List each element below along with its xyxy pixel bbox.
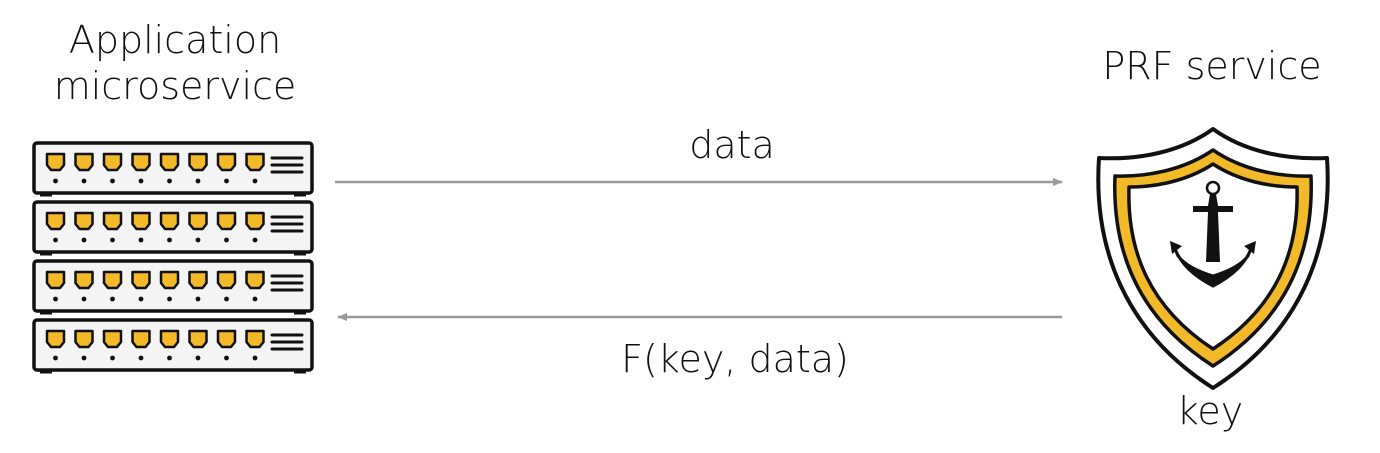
anchor-icon bbox=[1170, 180, 1256, 288]
port-icon bbox=[216, 270, 237, 290]
app-microservice-label: Application microservice bbox=[20, 18, 330, 109]
port-icon bbox=[102, 329, 123, 349]
server-unit bbox=[32, 259, 314, 315]
port-icon bbox=[74, 152, 94, 172]
port-icon bbox=[131, 211, 151, 231]
port-icon bbox=[159, 211, 180, 231]
app-title-line2: microservice bbox=[53, 63, 297, 108]
port-icon bbox=[45, 152, 66, 172]
port-icon bbox=[74, 270, 94, 290]
port-icon bbox=[159, 329, 180, 349]
port-icon bbox=[245, 152, 265, 172]
response-edge-label: F(key, data) bbox=[621, 337, 849, 381]
port-icon bbox=[245, 270, 265, 290]
port-icon bbox=[45, 329, 66, 349]
prf-service-label: PRF service bbox=[1102, 44, 1322, 88]
anchor-shield-icon bbox=[1096, 127, 1330, 390]
port-icon bbox=[131, 270, 151, 290]
port-icon bbox=[216, 152, 237, 172]
request-edge-label: data bbox=[689, 123, 775, 167]
port-icon bbox=[102, 152, 123, 172]
port-icon bbox=[245, 329, 265, 349]
server-unit bbox=[32, 141, 314, 197]
key-label: key bbox=[1176, 389, 1244, 433]
app-title-line1: Application bbox=[68, 18, 282, 62]
port-icon bbox=[102, 270, 123, 290]
port-icon bbox=[188, 211, 208, 231]
server-rack-icon bbox=[32, 141, 314, 374]
port-icon bbox=[45, 211, 66, 231]
port-icon bbox=[188, 329, 208, 349]
server-unit bbox=[32, 200, 314, 256]
port-icon bbox=[74, 211, 94, 231]
port-icon bbox=[131, 152, 151, 172]
port-icon bbox=[188, 152, 208, 172]
port-icon bbox=[245, 211, 265, 231]
port-icon bbox=[159, 152, 180, 172]
port-icon bbox=[159, 270, 180, 290]
port-icon bbox=[216, 329, 237, 349]
port-icon bbox=[74, 329, 94, 349]
port-icon bbox=[188, 270, 208, 290]
server-unit bbox=[32, 318, 314, 374]
port-icon bbox=[102, 211, 123, 231]
port-icon bbox=[45, 270, 66, 290]
port-icon bbox=[216, 211, 237, 231]
port-icon bbox=[131, 329, 151, 349]
